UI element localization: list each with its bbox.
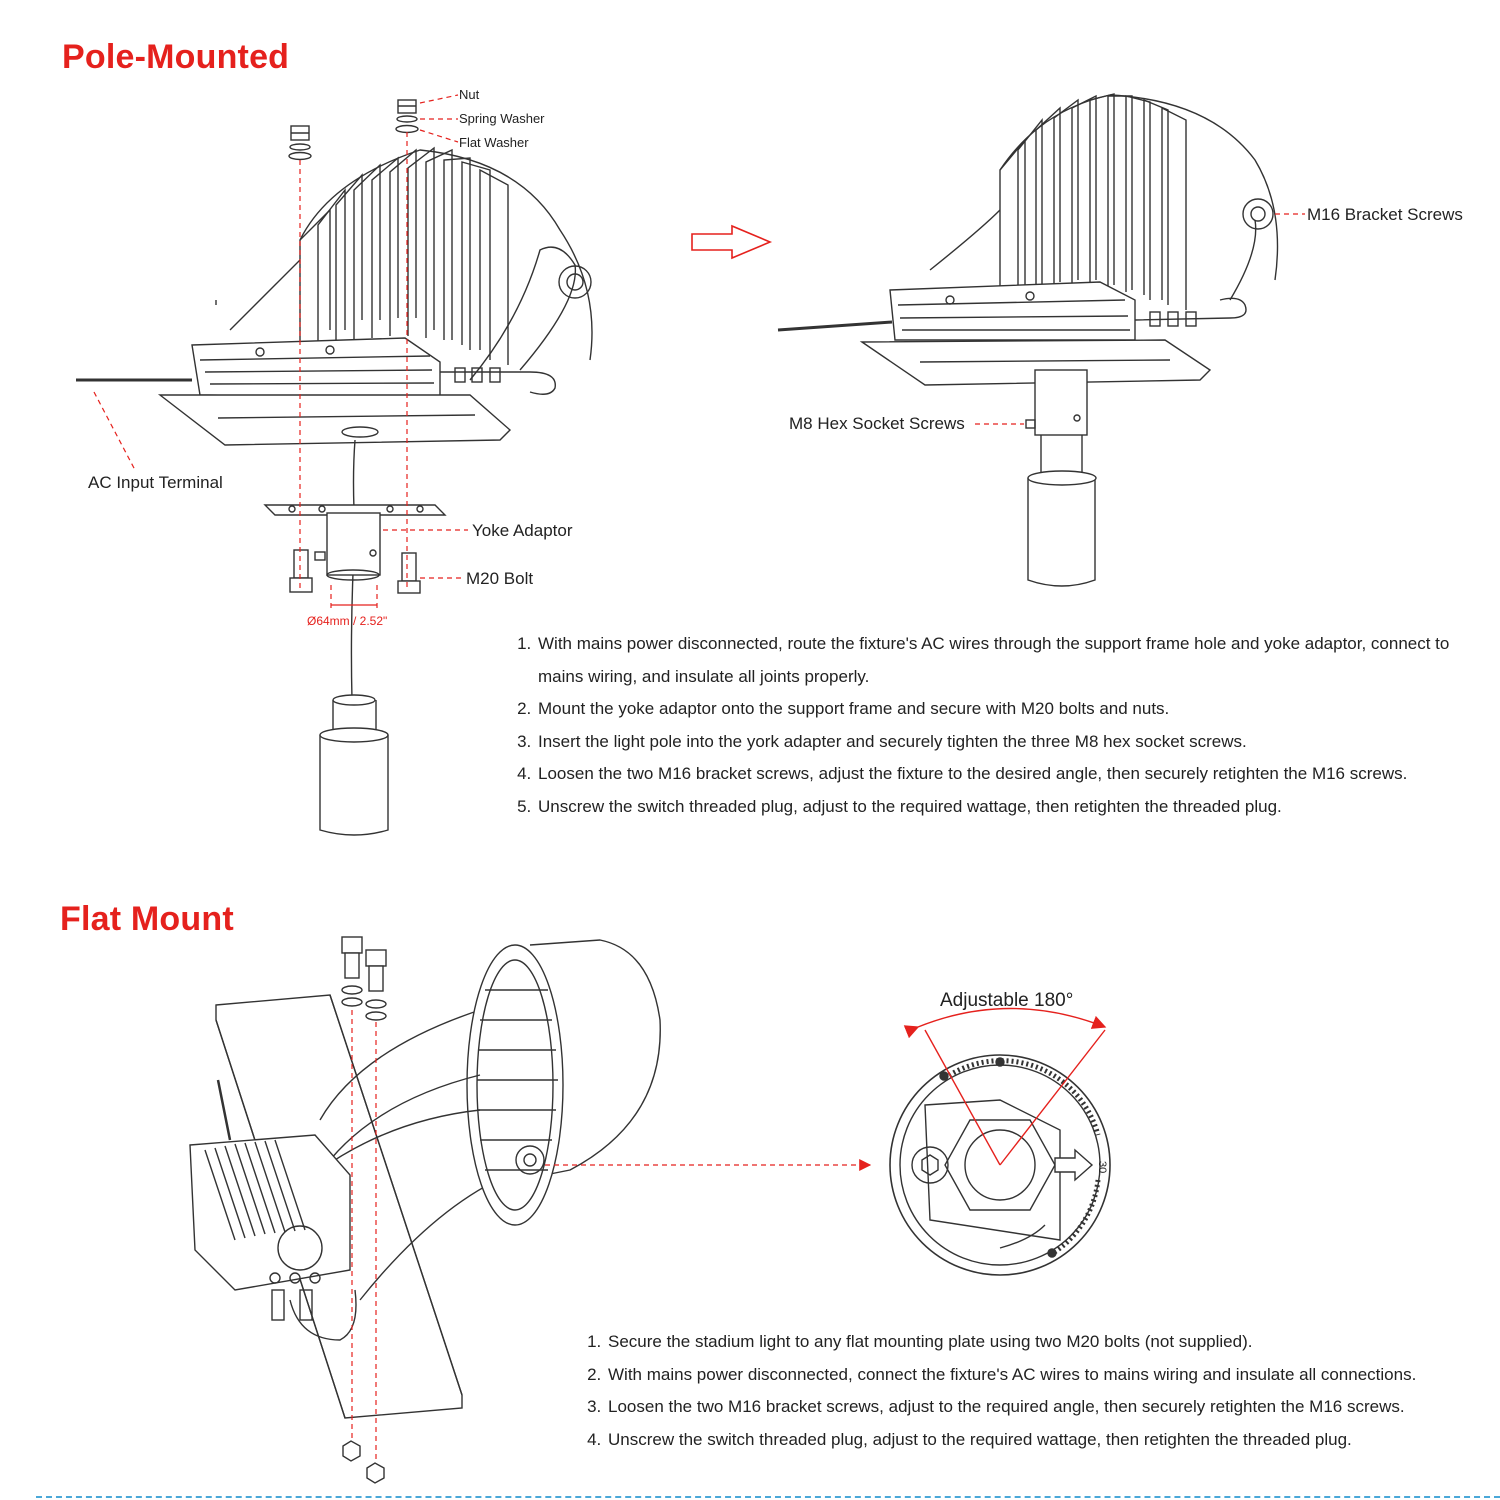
nut-label: Nut bbox=[459, 87, 480, 102]
flat-mount-steps: Secure the stadium light to any flat mou… bbox=[586, 1326, 1500, 1456]
flat-driver-box-icon bbox=[189, 1134, 351, 1321]
dial-mark-label: 30 bbox=[1096, 1161, 1108, 1173]
pole-mounted-title: Pole-Mounted bbox=[62, 38, 290, 76]
flat-cables-icon bbox=[289, 1074, 481, 1341]
pole-mounted-steps: With mains power disconnected, route the… bbox=[516, 628, 1496, 823]
driver-box-icon bbox=[191, 337, 441, 399]
transition-arrow-icon bbox=[691, 224, 773, 260]
adjustable-180-label: Adjustable 180° bbox=[940, 990, 1073, 1011]
flat-washer-label: Flat Washer bbox=[459, 135, 529, 150]
yoke-plate-icon bbox=[263, 504, 447, 516]
assembled-driver-box-icon bbox=[889, 281, 1136, 341]
spring-washer-label: Spring Washer bbox=[459, 111, 545, 126]
hardware-stack-left-icon bbox=[288, 125, 312, 161]
m16-knob-icon bbox=[558, 265, 592, 299]
base-plate-icon bbox=[157, 394, 512, 446]
flat-bolt-left-icon bbox=[341, 936, 363, 1007]
flat-mount-leaders bbox=[351, 1010, 872, 1462]
m20-bolt-label: M20 Bolt bbox=[466, 569, 533, 588]
m20-bolt-left-icon bbox=[289, 549, 313, 593]
flat-step-1: Secure the stadium light to any flat mou… bbox=[606, 1326, 1500, 1359]
diameter-label: Ø64mm / 2.52" bbox=[307, 614, 387, 628]
pole-assembled-leaders bbox=[975, 213, 1305, 425]
yoke-adaptor-icon bbox=[314, 512, 381, 581]
assembled-pole-icon bbox=[1025, 369, 1097, 587]
bottom-divider bbox=[36, 1496, 1500, 1498]
pole-step-1: With mains power disconnected, route the… bbox=[536, 628, 1496, 693]
pole-exploded-fixture bbox=[76, 99, 593, 836]
pole-step-3: Insert the light pole into the york adap… bbox=[536, 726, 1496, 759]
flat-step-4: Unscrew the switch threaded plug, adjust… bbox=[606, 1424, 1500, 1457]
pole-assembled-fixture bbox=[777, 93, 1279, 587]
m16-bracket-screws-label: M16 Bracket Screws bbox=[1307, 205, 1463, 224]
flat-nut-right-icon bbox=[366, 1462, 385, 1484]
hardware-stack-right-icon bbox=[395, 99, 419, 134]
light-pole-icon bbox=[319, 694, 389, 836]
dial-screw-icon bbox=[911, 1146, 949, 1184]
flat-nut-left-icon bbox=[342, 1440, 361, 1462]
yoke-adaptor-label: Yoke Adaptor bbox=[472, 521, 573, 540]
assembled-base-plate-icon bbox=[859, 339, 1212, 386]
dial-range-indicator bbox=[903, 1007, 1107, 1166]
flat-mount-title: Flat Mount bbox=[60, 900, 234, 938]
flat-mount-fixture bbox=[189, 300, 661, 1484]
assembled-m16-knob-icon bbox=[1242, 198, 1274, 230]
pole-step-4: Loosen the two M16 bracket screws, adjus… bbox=[536, 758, 1496, 791]
flat-step-2: With mains power disconnected, connect t… bbox=[606, 1359, 1500, 1392]
m8-hex-socket-screws-label: M8 Hex Socket Screws bbox=[789, 414, 965, 433]
flat-step-3: Loosen the two M16 bracket screws, adjus… bbox=[606, 1391, 1500, 1424]
wiring-bundle-icon bbox=[440, 371, 556, 395]
pole-step-2: Mount the yoke adaptor onto the support … bbox=[536, 693, 1496, 726]
m20-bolt-right-icon bbox=[397, 552, 421, 594]
pole-step-5: Unscrew the switch threaded plug, adjust… bbox=[536, 791, 1496, 824]
assembled-heat-sink-icon bbox=[999, 93, 1279, 310]
assembled-ac-cable-icon bbox=[777, 320, 893, 332]
dial-pointer-icon bbox=[1054, 1148, 1094, 1182]
flat-bolt-right-icon bbox=[365, 949, 387, 1021]
flat-lamp-head-icon bbox=[466, 939, 661, 1226]
heat-sink-icon bbox=[299, 146, 593, 365]
yoke-bracket-icon bbox=[229, 246, 577, 381]
flat-m16-knob-icon bbox=[515, 1145, 545, 1175]
ac-input-terminal-label: AC Input Terminal bbox=[88, 473, 223, 492]
pole-exploded-leaders bbox=[93, 94, 468, 612]
